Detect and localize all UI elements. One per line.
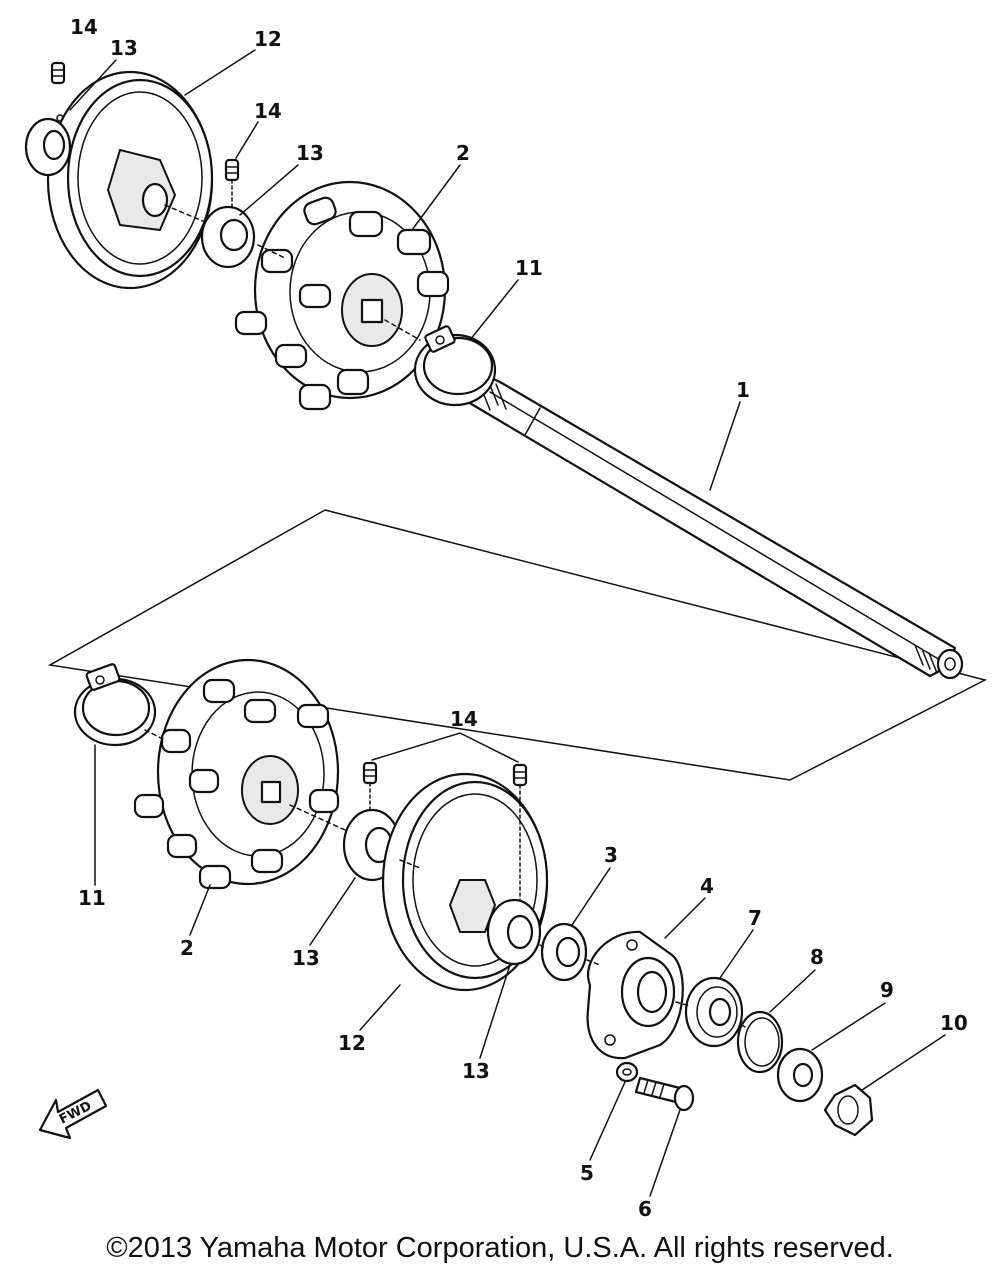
top-middle-collar <box>200 205 256 269</box>
bottom-clamp-band <box>73 663 157 747</box>
label-9: 9 <box>880 978 894 1002</box>
label-2-top: 2 <box>456 141 470 165</box>
bottom-right-collar <box>486 898 542 966</box>
nut <box>823 1083 874 1137</box>
top-left-set-screw <box>50 61 66 85</box>
top-clamp-band <box>413 325 497 407</box>
label-14-top-left: 14 <box>70 15 98 39</box>
exploded-parts-diagram: 14 13 12 14 13 2 11 1 11 2 14 13 12 13 3… <box>24 15 988 1220</box>
label-13-bottom-right: 13 <box>462 1059 490 1083</box>
bottom-left-set-screw <box>362 761 378 814</box>
reference-outline <box>47 509 988 781</box>
label-11-bottom: 11 <box>78 886 106 910</box>
bolt <box>634 1076 695 1112</box>
label-2-bottom: 2 <box>180 936 194 960</box>
label-1: 1 <box>736 378 750 402</box>
bearing <box>684 976 744 1048</box>
label-13-bottom-left: 13 <box>292 946 320 970</box>
bottom-sprocket <box>133 658 340 890</box>
label-group-bottom: 11 2 14 13 12 13 3 4 5 6 7 8 9 10 <box>78 707 968 1220</box>
top-left-collar <box>24 114 72 177</box>
bottom-right-set-screw <box>512 763 528 901</box>
bearing-housing <box>586 930 684 1060</box>
label-13-top-left: 13 <box>110 36 138 60</box>
top-sprocket <box>234 180 450 411</box>
circlip <box>736 1010 784 1074</box>
lock-washer <box>615 1061 639 1083</box>
label-12-top: 12 <box>254 27 282 51</box>
label-8: 8 <box>810 945 824 969</box>
label-7: 7 <box>748 906 762 930</box>
label-10: 10 <box>940 1011 968 1035</box>
top-middle-set-screw <box>224 158 240 209</box>
drive-shaft <box>466 370 964 680</box>
label-14-bottom: 14 <box>450 707 478 731</box>
label-13-top-middle: 13 <box>296 141 324 165</box>
top-wheel <box>46 70 214 290</box>
label-6: 6 <box>638 1197 652 1220</box>
oil-seal <box>540 922 588 982</box>
label-12-bottom: 12 <box>338 1031 366 1055</box>
label-group-top: 14 13 12 14 13 2 11 1 <box>69 15 750 491</box>
label-3: 3 <box>604 843 618 867</box>
label-5: 5 <box>580 1161 594 1185</box>
forward-direction-arrow: FWD <box>38 1088 108 1140</box>
label-4: 4 <box>700 874 714 898</box>
washer <box>776 1047 824 1103</box>
copyright-notice: ©2013 Yamaha Motor Corporation, U.S.A. A… <box>106 1232 894 1264</box>
label-14-top-middle: 14 <box>254 99 282 123</box>
label-11-top: 11 <box>515 256 543 280</box>
